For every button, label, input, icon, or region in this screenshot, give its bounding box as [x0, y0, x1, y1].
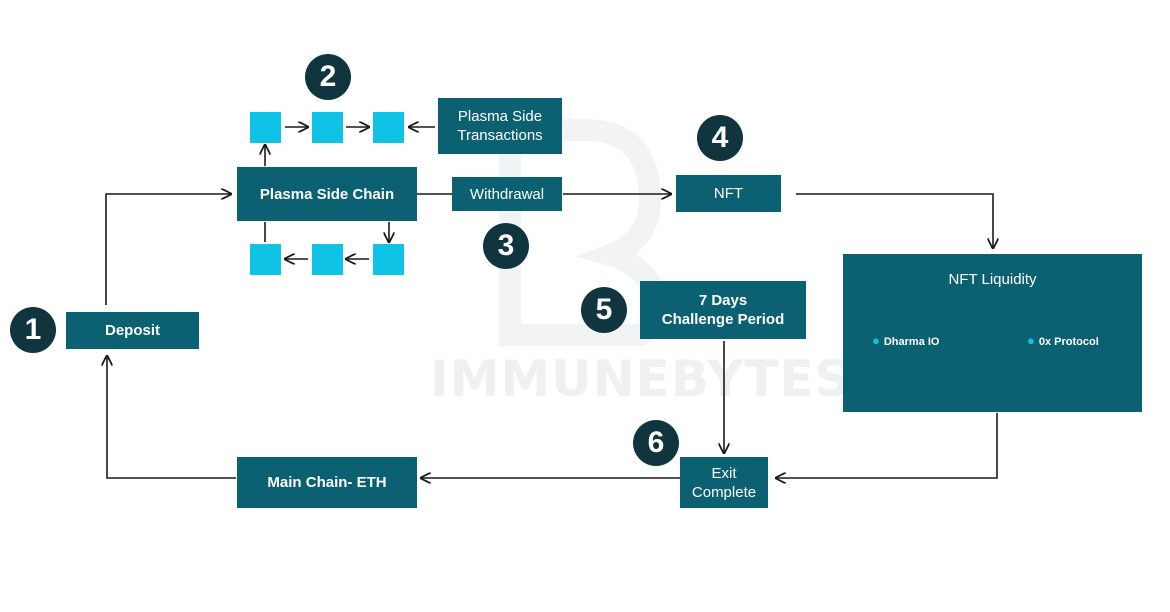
block-bottom-2: [312, 244, 343, 275]
step-5-badge: 5: [581, 287, 627, 333]
plasma-side-transactions-line2: Transactions: [457, 127, 543, 144]
main-chain-node: Main Chain- ETH: [237, 457, 417, 508]
arrow-deposit-to-sidechain: [105, 194, 231, 305]
block-top-2: [312, 112, 343, 143]
block-top-1: [250, 112, 281, 143]
deposit-node: Deposit: [66, 312, 199, 349]
exit-complete-node: Exit Complete: [680, 457, 768, 508]
challenge-period-line1: 7 Days: [698, 292, 748, 309]
withdrawal-label: Withdrawal: [469, 185, 545, 203]
deposit-label: Deposit: [104, 322, 160, 339]
nft-liquidity-node: [843, 254, 1142, 412]
arrow-mainchain-to-deposit: [107, 356, 236, 479]
block-bottom-1: [250, 244, 281, 275]
plasma-side-transactions-node: Plasma Side Transactions: [438, 98, 562, 154]
plasma-side-chain-label: Plasma Side Chain: [259, 185, 395, 203]
challenge-period-node: 7 Days Challenge Period: [640, 281, 806, 339]
step-4-badge: 4: [697, 115, 743, 161]
nft-node: NFT: [676, 175, 781, 212]
block-bottom-3: [373, 244, 404, 275]
arrow-nft-to-liquidity: [796, 193, 993, 248]
plasma-side-transactions-line1: Plasma Side: [457, 108, 543, 125]
arrow-liquidity-to-exit: [776, 413, 998, 478]
step-1-badge: 1: [10, 307, 56, 353]
withdrawal-node: Withdrawal: [452, 177, 562, 211]
bullet-icon: ●: [872, 333, 880, 348]
nft-liquidity-item-dharma: ●Dharma IO: [872, 333, 940, 348]
exit-complete-line1: Exit: [711, 464, 737, 482]
step-6-badge: 6: [633, 420, 679, 466]
dharma-label: Dharma IO: [883, 336, 940, 348]
0x-protocol-label: 0x Protocol: [1038, 336, 1099, 348]
challenge-period-line2: Challenge Period: [661, 311, 785, 328]
nft-liquidity-title: NFT Liquidity: [948, 271, 1037, 288]
nft-label: NFT: [713, 185, 744, 202]
main-chain-label: Main Chain- ETH: [267, 474, 387, 491]
plasma-side-chain-node: Plasma Side Chain: [237, 167, 417, 221]
block-top-3: [373, 112, 404, 143]
exit-complete-line2: Complete: [691, 483, 757, 501]
bullet-icon: ●: [1027, 333, 1035, 348]
step-2-badge: 2: [305, 54, 351, 100]
step-3-badge: 3: [483, 223, 529, 269]
nft-liquidity-item-0x: ●0x Protocol: [1027, 333, 1099, 348]
